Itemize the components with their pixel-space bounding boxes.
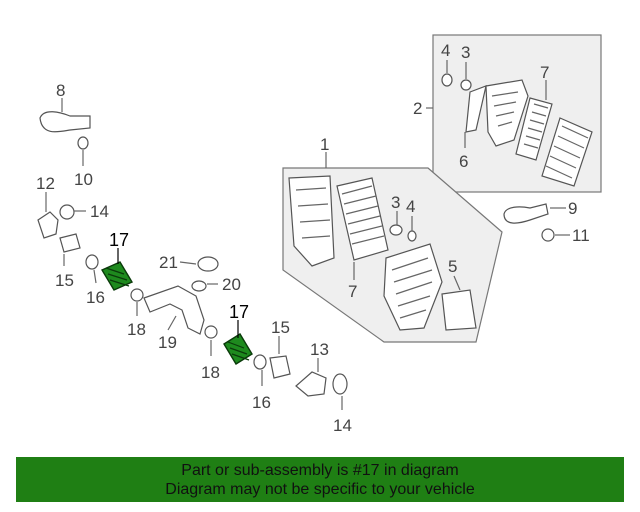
callout-20: 20 — [222, 275, 241, 294]
notice-banner: Part or sub-assembly is #17 in diagram D… — [16, 457, 624, 502]
callout-14-upper: 14 — [90, 202, 109, 221]
callout-6: 6 — [459, 152, 468, 171]
callout-17-lower: 17 — [229, 302, 249, 322]
callout-15-upper: 15 — [55, 271, 74, 290]
inset-box-assembly-2 — [426, 34, 602, 193]
callout-4-center: 4 — [406, 197, 415, 216]
callout-3-inset: 3 — [461, 43, 470, 62]
callout-13: 13 — [310, 340, 329, 359]
callout-3-center: 3 — [391, 193, 400, 212]
banner-line-disclaimer: Diagram may not be specific to your vehi… — [165, 481, 475, 498]
callout-7-center: 7 — [348, 282, 357, 301]
part-17-bellows-lower — [223, 320, 253, 365]
callout-2: 2 — [413, 99, 422, 118]
callout-7-inset: 7 — [540, 63, 549, 82]
callout-18-lower: 18 — [201, 363, 220, 382]
center-box-assembly-1 — [282, 152, 503, 343]
parts-diagram: 1 2 4 3 7 6 3 4 5 7 8 10 12 14 15 16 17 … — [36, 34, 602, 435]
part-17-bellows-upper — [100, 248, 134, 291]
left-column-parts — [37, 98, 570, 410]
callout-16-upper: 16 — [86, 288, 105, 307]
callout-14-lower: 14 — [333, 416, 352, 435]
callout-1: 1 — [320, 135, 329, 154]
callout-12: 12 — [36, 174, 55, 193]
callout-4-inset: 4 — [441, 41, 450, 60]
callout-18-upper: 18 — [127, 320, 146, 339]
callout-8: 8 — [56, 81, 65, 100]
callout-15-lower: 15 — [271, 318, 290, 337]
callout-11: 11 — [572, 226, 590, 245]
callout-19: 19 — [158, 333, 177, 352]
banner-line-part: Part or sub-assembly is #17 in diagram — [181, 462, 459, 479]
callout-17-upper: 17 — [109, 230, 129, 250]
callout-16-lower: 16 — [252, 393, 271, 412]
callout-21: 21 — [159, 253, 178, 272]
callout-5: 5 — [448, 257, 457, 276]
callout-9: 9 — [568, 199, 577, 218]
callout-10: 10 — [74, 170, 93, 189]
